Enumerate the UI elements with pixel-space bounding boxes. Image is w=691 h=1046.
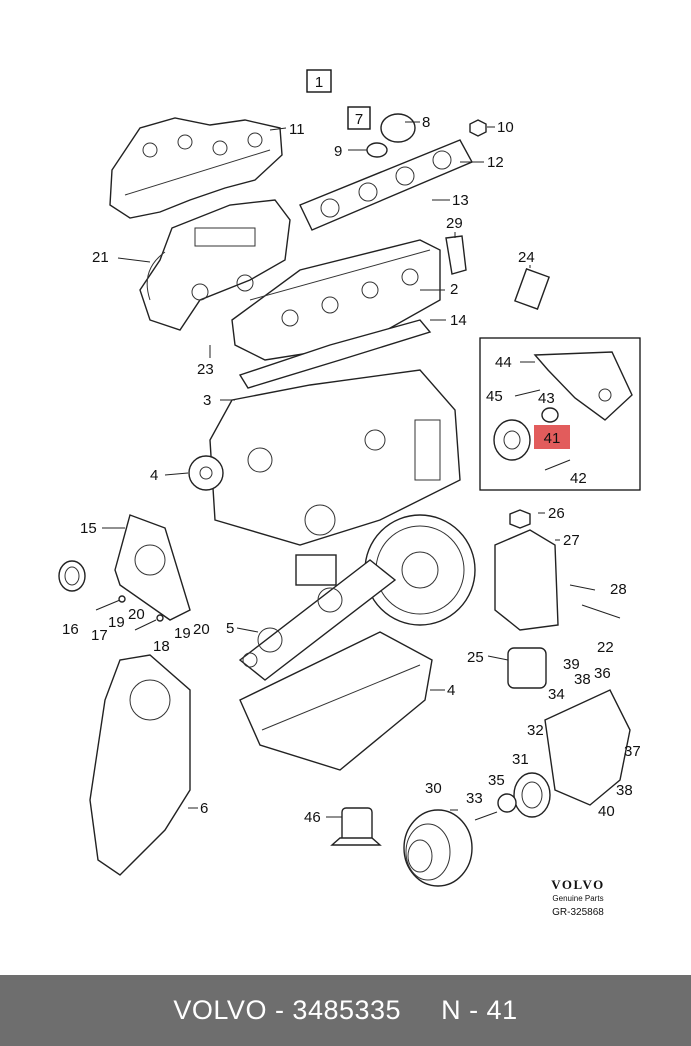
callout-3: 3 xyxy=(203,392,211,409)
callout-8: 8 xyxy=(422,114,430,131)
callout-39: 39 xyxy=(563,656,580,673)
footer-part-number: VOLVO - 3485335 xyxy=(173,995,402,1025)
timing-cover xyxy=(89,654,191,876)
engine-mount-bracket xyxy=(494,529,559,631)
callout-37: 37 xyxy=(624,743,641,760)
callout-4-bottom: 4 xyxy=(447,682,455,699)
mount-nut xyxy=(509,509,531,529)
seal-housing xyxy=(114,514,191,621)
washer xyxy=(497,793,517,813)
sub-group-box xyxy=(347,106,371,130)
gearbox-mount xyxy=(330,807,382,846)
oil-cap xyxy=(380,113,416,143)
callout-17: 17 xyxy=(91,627,108,644)
callout-5: 5 xyxy=(226,620,234,637)
alternator-bracket xyxy=(513,689,631,818)
brand-logo-text: VOLVO xyxy=(551,877,604,892)
drawing-reference: GR-325868 xyxy=(552,907,604,918)
callout-43: 43 xyxy=(538,390,555,407)
bracket xyxy=(445,235,467,275)
footer-position: N - 41 xyxy=(441,995,518,1025)
callout-38-a: 38 xyxy=(574,671,591,688)
callout-35: 35 xyxy=(488,772,505,789)
callout-45: 45 xyxy=(486,388,503,405)
callout-16: 16 xyxy=(62,621,79,638)
timing-gear xyxy=(188,455,224,491)
crankshaft xyxy=(238,559,397,681)
tensioner-pulley xyxy=(493,419,531,461)
callout-46: 46 xyxy=(304,809,321,826)
callout-14: 14 xyxy=(450,312,467,329)
callout-18: 18 xyxy=(153,638,170,655)
oil-pan xyxy=(239,631,433,771)
engine-exploded-diagram: 1 7 xyxy=(58,69,641,918)
callout-40: 40 xyxy=(598,803,615,820)
callout-21: 21 xyxy=(92,249,109,266)
bolt-set xyxy=(95,595,164,631)
cap-seal xyxy=(366,142,388,158)
callout-28: 28 xyxy=(610,581,627,598)
callout-12: 12 xyxy=(487,154,504,171)
crank-pulley xyxy=(403,809,473,887)
detail-box xyxy=(479,337,641,491)
callout-27: 27 xyxy=(563,532,580,549)
cylinder-head xyxy=(231,239,441,361)
highlighted-part-label: 41 xyxy=(544,430,561,447)
piston xyxy=(295,554,337,586)
sub-group-box-label: 7 xyxy=(355,111,363,128)
callout-42: 42 xyxy=(570,470,587,487)
callout-19-b: 19 xyxy=(174,625,191,642)
callout-20-b: 20 xyxy=(193,621,210,638)
head-gasket xyxy=(238,319,432,389)
cam-nut xyxy=(469,119,487,137)
callout-11: 11 xyxy=(289,121,305,138)
callout-38-b: 38 xyxy=(616,782,633,799)
spacer xyxy=(541,407,559,423)
callout-23: 23 xyxy=(197,361,214,378)
exhaust-manifold xyxy=(109,117,283,219)
brand-tagline: Genuine Parts xyxy=(552,894,603,903)
rear-seal xyxy=(58,560,86,592)
callout-15: 15 xyxy=(80,520,97,537)
callout-29: 29 xyxy=(446,215,463,232)
tensioner-bracket xyxy=(533,351,633,421)
callout-25: 25 xyxy=(467,649,484,666)
highlight-box xyxy=(534,425,570,449)
callout-30: 30 xyxy=(425,780,442,797)
callout-24: 24 xyxy=(518,249,535,266)
callout-4-top: 4 xyxy=(150,467,158,484)
callout-44: 44 xyxy=(495,354,512,371)
callout-6: 6 xyxy=(200,800,208,817)
rubber-mount xyxy=(507,647,547,689)
group-box-label: 1 xyxy=(315,74,323,91)
callout-33: 33 xyxy=(466,790,483,807)
callout-31: 31 xyxy=(512,751,529,768)
group-box xyxy=(306,69,332,93)
callout-34: 34 xyxy=(548,686,565,703)
callout-9: 9 xyxy=(334,143,342,160)
callout-labels: 11 8 9 10 12 13 29 21 2 24 14 23 44 45 4… xyxy=(62,114,641,826)
callout-19-a: 19 xyxy=(108,614,125,631)
callout-32: 32 xyxy=(527,722,544,739)
callout-20-a: 20 xyxy=(128,606,145,623)
leader-lines xyxy=(102,121,560,818)
intake-manifold xyxy=(139,199,291,331)
footer-spacer xyxy=(401,995,441,1026)
injector xyxy=(514,268,550,310)
callout-10: 10 xyxy=(497,119,514,136)
callout-22: 22 xyxy=(597,639,614,656)
callout-2: 2 xyxy=(450,281,458,298)
callout-26: 26 xyxy=(548,505,565,522)
part-number-footer: VOLVO - 3485335 N - 41 xyxy=(0,975,691,1046)
callout-36: 36 xyxy=(594,665,611,682)
callout-13: 13 xyxy=(452,192,469,209)
